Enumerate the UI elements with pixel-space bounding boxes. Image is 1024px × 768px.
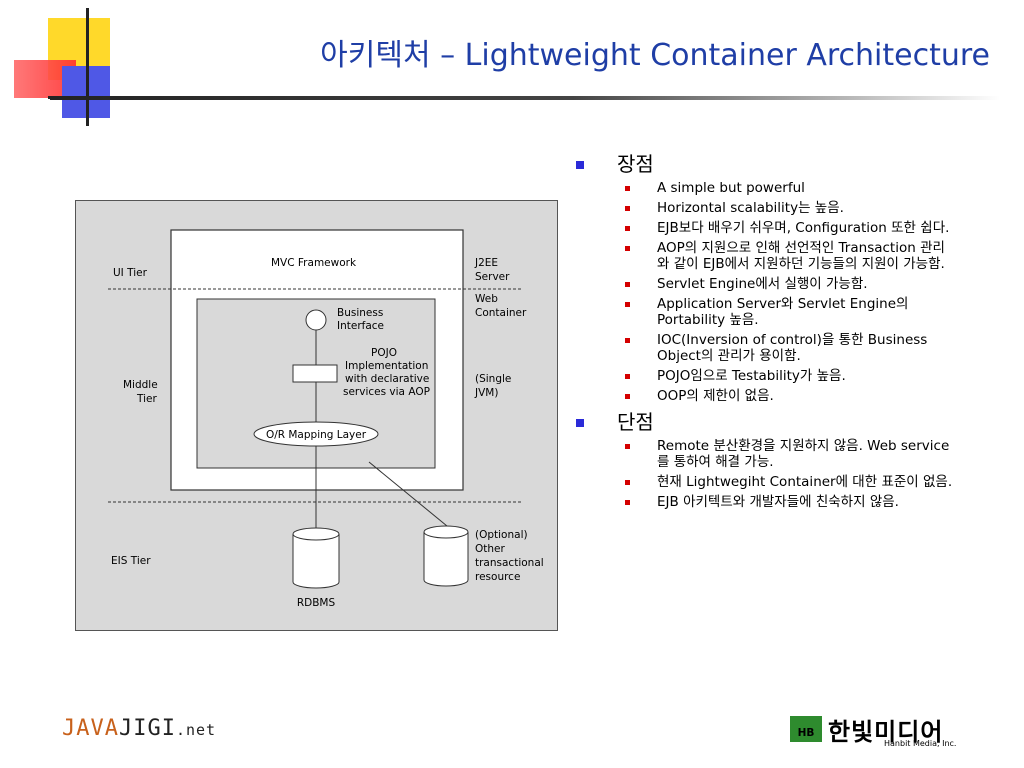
single-jvm-label-1: (Single: [475, 373, 511, 385]
javajigi-logo-part2: JIGI: [118, 716, 176, 741]
title-underline: [50, 96, 1000, 100]
item-bullet-icon: [625, 394, 630, 399]
optional-resource-cylinder: [423, 525, 469, 587]
section-bullet-icon: [576, 161, 584, 169]
list-item: 현재 Lightwegiht Container에 대한 표준이 없음.: [572, 474, 957, 490]
optional-resource-label-4: resource: [475, 571, 520, 583]
cons-items: Remote 분산환경을 지원하지 않음. Web service를 통하여 해…: [572, 438, 972, 510]
item-bullet-icon: [625, 500, 630, 505]
decor-vertical-line: [86, 8, 89, 126]
list-item: EJB보다 배우기 쉬우며, Configuration 또한 쉽다.: [572, 220, 957, 236]
optional-resource-label-3: transactional: [475, 557, 544, 569]
hanbit-media-logo: HB 한빛미디어 Hanbit Media, Inc.: [790, 712, 980, 752]
hanbit-name: 한빛미디어: [828, 718, 944, 746]
hanbit-logo-letters: HB: [798, 727, 815, 739]
list-item: EJB 아키텍트와 개발자들에 친숙하지 않음.: [572, 494, 957, 510]
hanbit-logo-icon: HB: [790, 716, 822, 742]
optional-resource-label-2: Other: [475, 543, 505, 555]
web-container-label-1: Web: [475, 293, 498, 305]
item-bullet-icon: [625, 338, 630, 343]
list-item: A simple but powerful: [572, 180, 957, 196]
list-item-text: POJO임으로 Testability가 높음.: [657, 368, 846, 384]
rdbms-cylinder: [292, 527, 340, 589]
list-item: Application Server와 Servlet Engine의 Port…: [572, 296, 957, 328]
list-item-text: Servlet Engine에서 실행이 가능함.: [657, 276, 868, 292]
list-item-text: Remote 분산환경을 지원하지 않음. Web service를 통하여 해…: [657, 438, 950, 470]
section-bullet-icon: [576, 419, 584, 427]
item-bullet-icon: [625, 206, 630, 211]
business-interface-circle: [305, 309, 327, 331]
list-item: Horizontal scalability는 높음.: [572, 200, 957, 216]
item-bullet-icon: [625, 302, 630, 307]
section-heading-text: 단점: [617, 410, 654, 434]
tier-label-eis: EIS Tier: [111, 555, 151, 567]
javajigi-logo: JAVAJIGI.net: [62, 716, 216, 741]
list-item: POJO임으로 Testability가 높음.: [572, 368, 957, 384]
pojo-box: [292, 364, 338, 383]
single-jvm-label-2: JVM): [474, 387, 498, 399]
list-item-text: AOP의 지원으로 인해 선언적인 Transaction 관리와 같이 EJB…: [657, 240, 945, 272]
list-item: OOP의 제한이 없음.: [572, 388, 957, 404]
javajigi-logo-suffix: .net: [175, 721, 217, 739]
list-item-text: EJB 아키텍트와 개발자들에 친숙하지 않음.: [657, 494, 899, 510]
pojo-label-4: services via AOP: [343, 386, 430, 398]
list-item-text: Application Server와 Servlet Engine의 Port…: [657, 296, 909, 328]
item-bullet-icon: [625, 226, 630, 231]
list-item-text: A simple but powerful: [657, 180, 805, 196]
section-heading-text: 장점: [617, 152, 654, 176]
tier-label-ui: UI Tier: [113, 267, 148, 279]
item-bullet-icon: [625, 282, 630, 287]
or-mapping-ellipse: [253, 421, 379, 447]
diagonal-connector: [368, 461, 448, 527]
business-interface-label-1: Business: [337, 307, 383, 319]
section-heading-cons: 단점: [572, 408, 972, 436]
list-item-text: OOP의 제한이 없음.: [657, 388, 774, 404]
mvc-framework-label: MVC Framework: [271, 257, 357, 269]
hanbit-subtitle: Hanbit Media, Inc.: [884, 739, 957, 748]
item-bullet-icon: [625, 374, 630, 379]
list-item-text: EJB보다 배우기 쉬우며, Configuration 또한 쉽다.: [657, 220, 950, 236]
optional-resource-label-1: (Optional): [475, 529, 528, 541]
pojo-label-1: POJO: [371, 347, 397, 359]
list-item-text: Horizontal scalability는 높음.: [657, 200, 844, 216]
j2ee-label-2: Server: [475, 271, 510, 283]
list-item: IOC(Inversion of control)을 통한 Business O…: [572, 332, 957, 364]
web-container-label-2: Container: [475, 307, 527, 319]
javajigi-logo-part1: JAVA: [62, 716, 119, 741]
item-bullet-icon: [625, 246, 630, 251]
item-bullet-icon: [625, 480, 630, 485]
pojo-label-3: with declarative: [345, 373, 429, 385]
business-interface-label-2: Interface: [337, 320, 384, 332]
pojo-label-2: Implementation: [345, 360, 428, 372]
or-mapping-label: O/R Mapping Layer: [266, 429, 367, 441]
list-item-text: 현재 Lightwegiht Container에 대한 표준이 없음.: [657, 474, 953, 490]
j2ee-label-1: J2EE: [474, 257, 498, 269]
list-item: AOP의 지원으로 인해 선언적인 Transaction 관리와 같이 EJB…: [572, 240, 957, 272]
item-bullet-icon: [625, 186, 630, 191]
section-heading-pros: 장점: [572, 150, 972, 178]
page-title: 아키텍처 – Lightweight Container Architectur…: [320, 38, 990, 73]
item-bullet-icon: [625, 444, 630, 449]
list-item: Servlet Engine에서 실행이 가능함.: [572, 276, 957, 292]
list-item-text: IOC(Inversion of control)을 통한 Business O…: [657, 332, 928, 364]
list-item: Remote 분산환경을 지원하지 않음. Web service를 통하여 해…: [572, 438, 957, 470]
rdbms-label: RDBMS: [297, 597, 336, 609]
